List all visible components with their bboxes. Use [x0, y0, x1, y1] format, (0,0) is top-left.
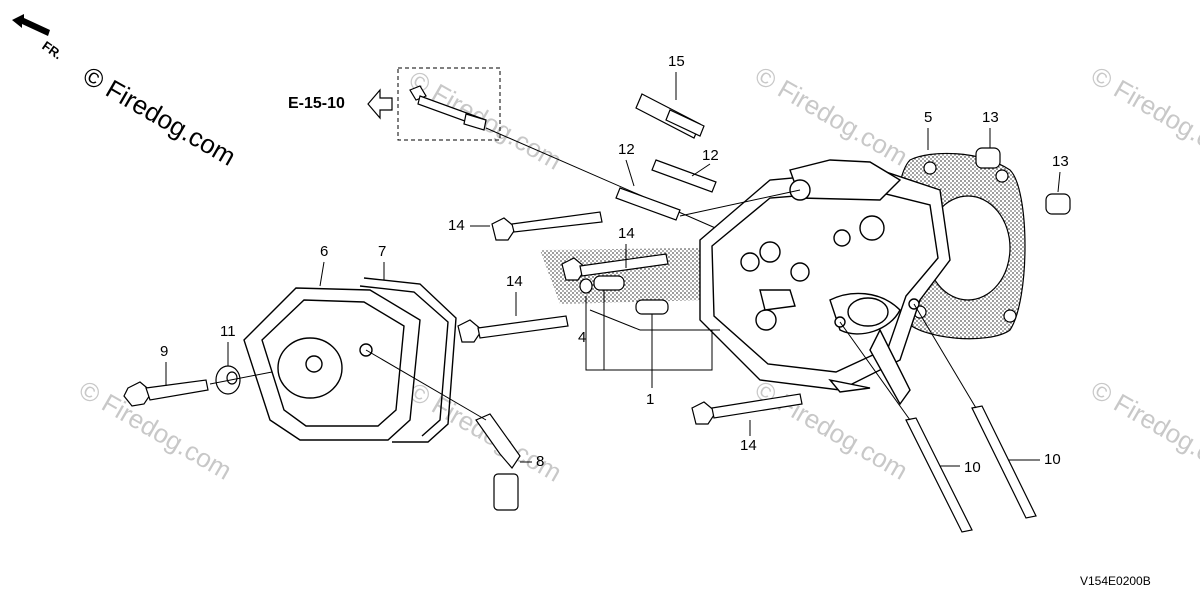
callout-14: 14: [618, 225, 635, 242]
callout-8: 8: [536, 453, 545, 470]
washer: [215, 365, 241, 395]
guide-line: [485, 127, 721, 231]
cover-gasket: [359, 277, 457, 443]
flange-bolt: [691, 393, 803, 425]
callout-9: 9: [160, 343, 169, 360]
flange-bolt: [457, 315, 569, 343]
callout-11: 11: [220, 323, 236, 340]
breather-tube: [475, 413, 521, 511]
guide-line: [679, 189, 801, 217]
callout-1: 1: [646, 391, 655, 408]
flange-bolt: [491, 211, 603, 241]
guide-line: [209, 371, 273, 385]
dowel-sleeve: [975, 147, 1071, 215]
stud-bolt: [615, 159, 717, 221]
flange-bolt: [561, 253, 669, 281]
callout-13: 13: [1052, 153, 1069, 170]
reference-label: E-15-10: [288, 95, 345, 112]
spark-plug: [635, 93, 705, 139]
callout-12: 12: [618, 141, 635, 158]
cylinder-head: [699, 159, 951, 406]
callout-14: 14: [448, 217, 465, 234]
leader-lines: [585, 290, 720, 388]
callout-12: 12: [702, 147, 719, 164]
valve-cover: [243, 287, 421, 441]
front-arrow-icon: [12, 14, 50, 36]
diagram-code: V154E0200B: [1080, 574, 1151, 588]
dowel-pin: [579, 275, 669, 315]
reference-arrow-icon: [367, 88, 393, 120]
callout-4: 4: [578, 329, 587, 346]
callout-5: 5: [924, 109, 933, 126]
callout-6: 6: [320, 243, 329, 260]
callout-13: 13: [982, 109, 999, 126]
reference-box: [397, 67, 501, 141]
callout-leaders: [165, 72, 1061, 436]
callout-7: 7: [378, 243, 387, 260]
long-stud: [905, 405, 1037, 533]
callout-15: 15: [668, 53, 685, 70]
callout-14: 14: [740, 437, 757, 454]
guide-lines: [839, 303, 1040, 467]
guide-line: [365, 349, 487, 421]
callout-14: 14: [506, 273, 523, 290]
cover-bolt: [123, 379, 209, 407]
callout-10: 10: [1044, 451, 1061, 468]
long-bolt: [409, 85, 487, 131]
callout-10: 10: [964, 459, 981, 476]
